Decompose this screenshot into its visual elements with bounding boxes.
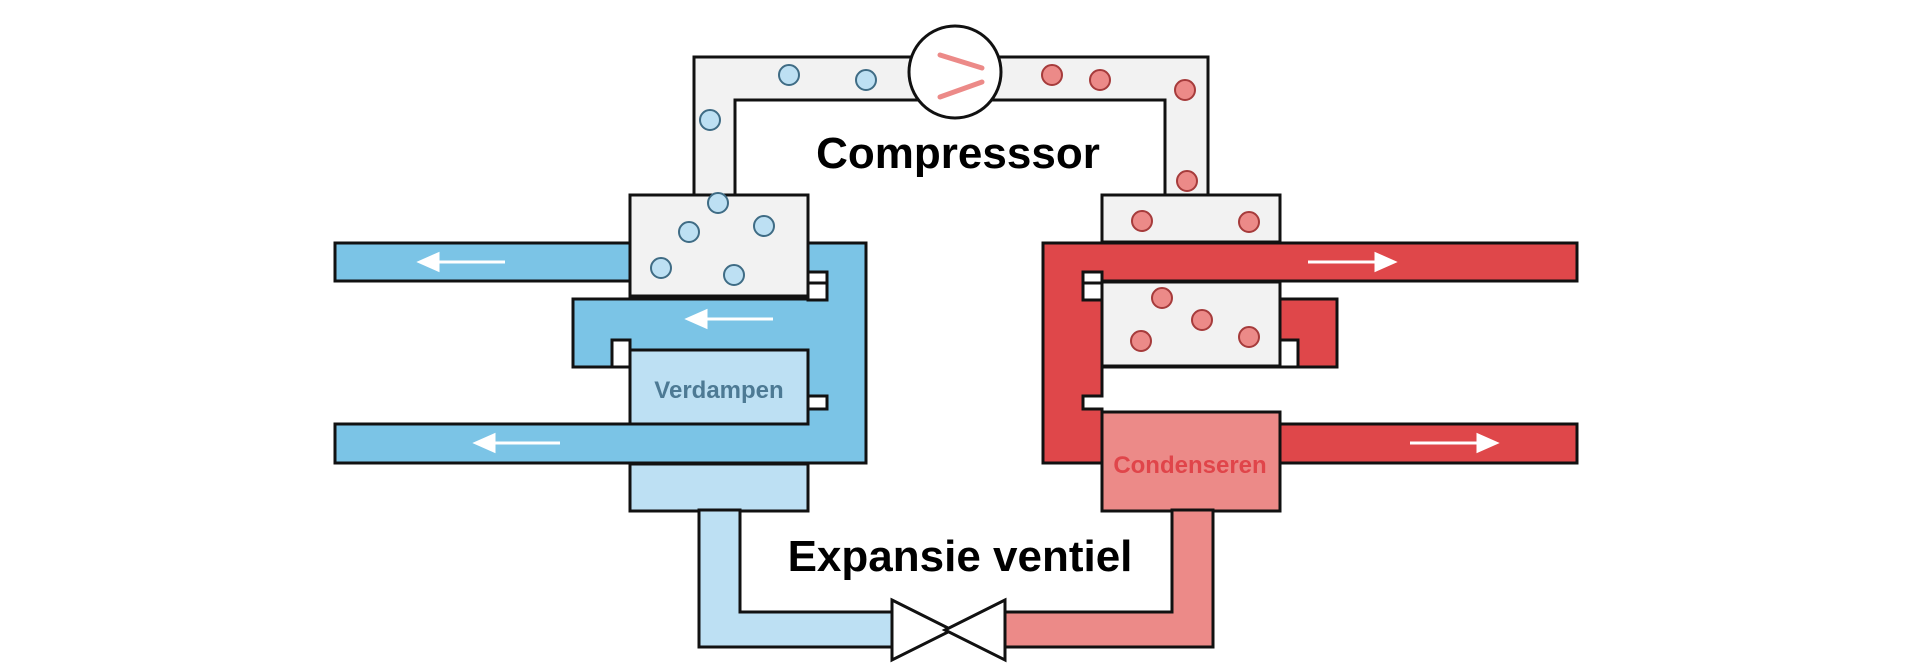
cold-bubbles <box>650 64 877 286</box>
cold-bubble <box>699 109 721 131</box>
compressor-pump-icon <box>907 24 1003 120</box>
evaporator-link-right <box>806 281 829 302</box>
hot-bubble <box>1191 309 1213 331</box>
flow-arrow-icon <box>1308 251 1398 273</box>
hot-bubble <box>1089 69 1111 91</box>
cold-bubble <box>855 69 877 91</box>
condenser-link-left <box>1081 281 1104 302</box>
flow-arrow-icon <box>684 308 773 330</box>
hot-bubble <box>1238 326 1260 348</box>
flow-arrow-icon <box>1152 373 1242 395</box>
hot-bubble <box>1176 170 1198 192</box>
cold-bubble <box>678 221 700 243</box>
hot-flow-arrows <box>1152 251 1500 454</box>
condenser-gas-box <box>1100 280 1282 368</box>
expansion-valve-label: Expansie ventiel <box>788 532 1133 581</box>
hot-bubble <box>1174 79 1196 101</box>
hot-bubble <box>1131 210 1153 232</box>
hot-bubble <box>1151 287 1173 309</box>
condenser-link-right <box>1278 338 1300 369</box>
cold-flow-arrows <box>416 251 773 454</box>
cold-bubble <box>778 64 800 86</box>
evaporator-link-left <box>610 338 632 369</box>
evaporator-liquid-box <box>628 462 810 513</box>
cold-bubble <box>650 257 672 279</box>
cold-bubble <box>753 215 775 237</box>
evaporator-section <box>628 348 810 426</box>
hot-bubble <box>1130 330 1152 352</box>
cold-bubble <box>723 264 745 286</box>
compressor-label: Compresssor <box>816 129 1100 178</box>
flow-arrow-icon <box>1410 432 1500 454</box>
cold-bubble <box>707 192 729 214</box>
flow-arrow-icon <box>472 432 560 454</box>
hot-bubbles <box>1041 64 1260 352</box>
expansion-valve-icon <box>890 597 1007 663</box>
hot-bubble <box>1238 211 1260 233</box>
flow-arrow-icon <box>416 251 505 273</box>
condenser-label: Condenseren <box>1113 452 1266 479</box>
evaporator-label: Verdampen <box>654 377 783 404</box>
hot-bubble <box>1041 64 1063 86</box>
